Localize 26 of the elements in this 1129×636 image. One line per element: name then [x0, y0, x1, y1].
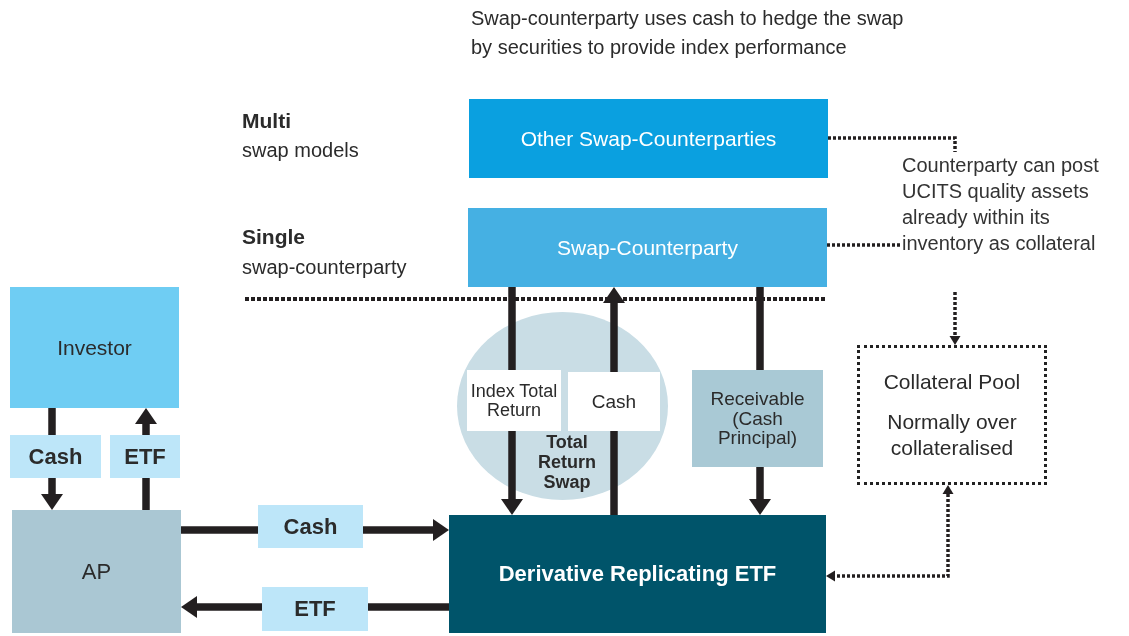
process-box: Other Swap-Counterparties: [469, 99, 828, 178]
dotted-connector: [949, 292, 961, 345]
tier-heading: Single: [242, 224, 306, 250]
dotted-connector: [826, 485, 954, 582]
description-text: Counterparty can post UCITS quality assets already within its inventory as collateral: [902, 153, 1100, 256]
edge-label: ETF: [110, 435, 180, 478]
tier-caption: swap models: [242, 138, 360, 163]
process-box: [857, 345, 1047, 485]
tier-heading: Multi: [242, 108, 292, 134]
edge-label: Index Total Return: [467, 370, 561, 431]
edge-label: Receivable (Cash Principal): [692, 370, 823, 467]
ellipse-label: Total Return Swap: [537, 432, 597, 492]
process-box: Swap-Counterparty: [468, 208, 827, 287]
process-box: Derivative Replicating ETF: [449, 515, 826, 633]
note-text: Swap-counterparty uses cash to hedge the swap by securities to provide index performance: [471, 6, 905, 60]
process-box: AP: [12, 510, 181, 633]
dotted-connector: [827, 243, 902, 247]
edge-label: ETF: [262, 587, 368, 631]
dotted-connector: [828, 136, 957, 152]
tier-caption: swap-counterparty: [242, 255, 408, 280]
process-box: Investor: [10, 287, 179, 408]
edge-label: Cash: [258, 505, 363, 548]
edge-label: Cash: [10, 435, 101, 478]
edge-label: Cash: [568, 372, 660, 431]
box-title: Collateral Pool: [883, 369, 1021, 395]
description-text: Normally over collateralised: [886, 409, 1018, 461]
